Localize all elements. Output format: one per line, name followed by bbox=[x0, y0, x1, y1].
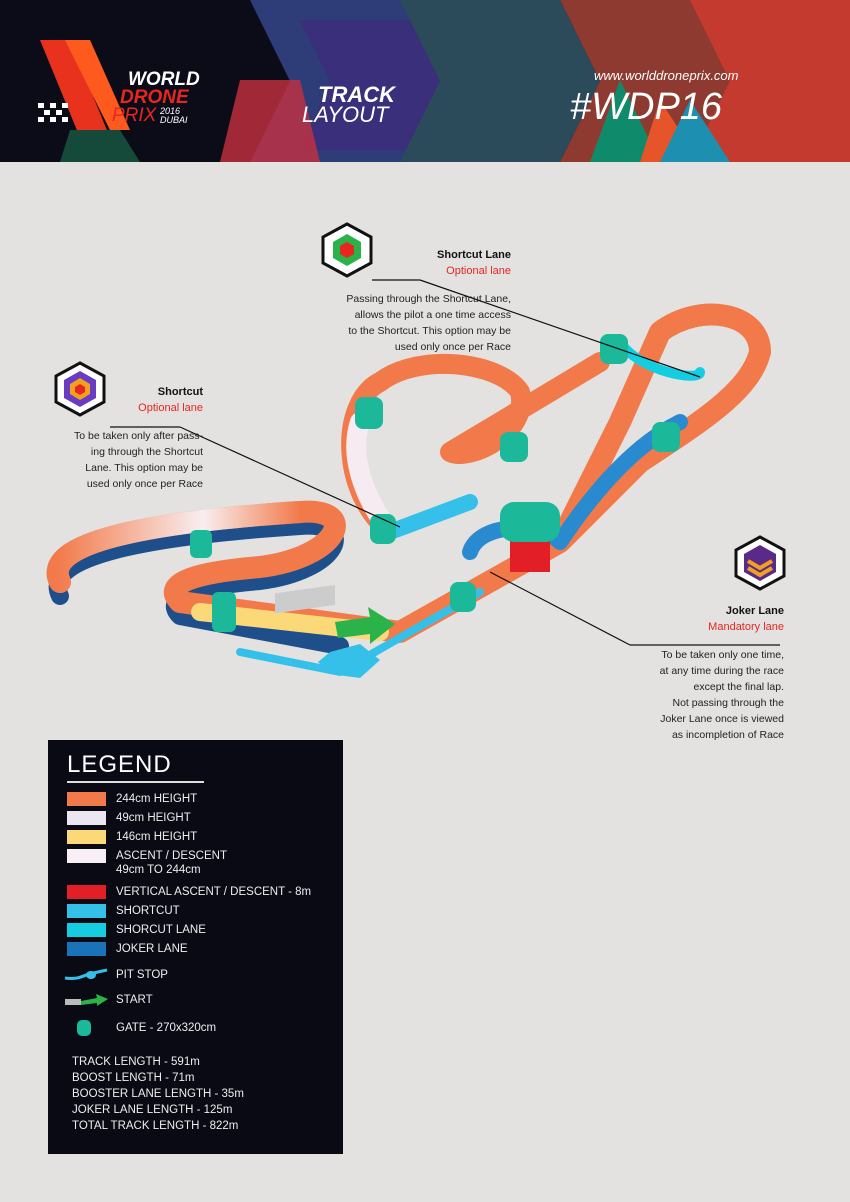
callout-shortcut-lane: Shortcut Lane Optional lane Passing thro… bbox=[346, 247, 511, 355]
legend-label: GATE - 270x320cm bbox=[116, 1022, 217, 1034]
gate-icon bbox=[77, 1020, 91, 1036]
gates bbox=[190, 334, 680, 632]
callout-line: as incompletion of Race bbox=[671, 729, 784, 741]
callout-shortcut: Shortcut Optional lane To be taken only … bbox=[74, 384, 203, 492]
track-map bbox=[46, 279, 780, 678]
swatch-vertical bbox=[67, 885, 106, 899]
callout-title: Joker Lane bbox=[725, 605, 784, 617]
callout-line: To be taken only one time, bbox=[661, 649, 784, 661]
hashtag: #WDP16 bbox=[570, 86, 723, 128]
title-track: TRACK bbox=[318, 82, 395, 107]
logo-city: DUBAI bbox=[160, 115, 188, 125]
joker-lane-path bbox=[462, 414, 688, 560]
logo-world: WORLD bbox=[128, 69, 200, 90]
header-banner: WORLD DRONE PRIX 2016 DUBAI TRACK LAYOUT… bbox=[0, 0, 850, 162]
stat-track-length: TRACK LENGTH - 591m bbox=[72, 1056, 200, 1068]
stat-boost-length: BOOST LENGTH - 71m bbox=[72, 1072, 195, 1084]
shortcut-path bbox=[382, 494, 478, 540]
callout-line: Not passing through the bbox=[672, 697, 785, 709]
legend-divider bbox=[67, 781, 204, 783]
callout-line: at any time during the race bbox=[659, 665, 784, 677]
callout-line: To be taken only after pass- bbox=[74, 430, 203, 442]
callout-joker-lane: Joker Lane Mandatory lane To be taken on… bbox=[660, 603, 784, 743]
swatch-shortcut bbox=[67, 904, 106, 918]
callout-subtitle: Mandatory lane bbox=[708, 621, 784, 633]
legend-label: SHORTCUT bbox=[116, 905, 180, 917]
callout-line: ing through the Shortcut bbox=[90, 446, 203, 458]
callout-line: used only once per Race bbox=[394, 341, 511, 353]
swatch-244cm bbox=[67, 792, 106, 806]
stat-total-track-length: TOTAL TRACK LENGTH - 822m bbox=[72, 1120, 239, 1132]
legend-label: 49cm HEIGHT bbox=[116, 812, 191, 824]
callout-line: except the final lap. bbox=[693, 681, 784, 693]
swatch-ascent bbox=[67, 849, 106, 863]
title-layout: LAYOUT bbox=[302, 102, 389, 127]
legend-label: 244cm HEIGHT bbox=[116, 793, 198, 805]
legend-title: LEGEND bbox=[67, 751, 172, 778]
legend-label: 49cm TO 244cm bbox=[116, 864, 201, 876]
callout-line: Passing through the Shortcut Lane, bbox=[346, 293, 511, 305]
legend-label: START bbox=[116, 994, 153, 1006]
callout-subtitle: Optional lane bbox=[138, 402, 203, 414]
banner-graphic bbox=[38, 0, 850, 162]
track-ascent bbox=[46, 501, 311, 593]
legend-label: SHORCUT LANE bbox=[116, 924, 206, 936]
callout-line: used only once per Race bbox=[86, 478, 203, 490]
swatch-joker-lane bbox=[67, 942, 106, 956]
start-checkered bbox=[275, 584, 335, 614]
callout-line: Joker Lane once is viewed bbox=[660, 713, 784, 725]
legend-label: JOKER LANE bbox=[116, 943, 188, 955]
legend-label: ASCENT / DESCENT bbox=[116, 850, 227, 862]
callout-line: Lane. This option may be bbox=[85, 462, 203, 474]
pit-stop-icon bbox=[64, 968, 108, 980]
swatch-49cm bbox=[67, 811, 106, 825]
callout-title: Shortcut bbox=[157, 386, 203, 398]
callout-line: allows the pilot a one time access bbox=[354, 309, 511, 321]
logo-drone: DRONE bbox=[120, 87, 189, 108]
callout-subtitle: Optional lane bbox=[446, 265, 511, 277]
legend-label: 146cm HEIGHT bbox=[116, 831, 198, 843]
shortcut-badge-icon bbox=[54, 361, 106, 417]
callout-line: to the Shortcut. This option may be bbox=[348, 325, 511, 337]
website-link[interactable]: www.worlddroneprix.com bbox=[594, 68, 739, 83]
stat-booster-lane-length: BOOSTER LANE LENGTH - 35m bbox=[72, 1088, 244, 1100]
stat-joker-lane-length: JOKER LANE LENGTH - 125m bbox=[72, 1104, 233, 1116]
legend-label: PIT STOP bbox=[116, 969, 168, 981]
callout-title: Shortcut Lane bbox=[437, 249, 511, 261]
logo-year: 2016 bbox=[160, 106, 181, 116]
legend-label: VERTICAL ASCENT / DESCENT - 8m bbox=[116, 886, 312, 898]
start-arrow-icon bbox=[335, 607, 395, 644]
callout-leaders bbox=[110, 279, 780, 646]
joker-lane-badge-icon bbox=[734, 535, 786, 591]
swatch-146cm bbox=[67, 830, 106, 844]
pit-stop-hexagon bbox=[318, 644, 380, 678]
legend-panel: LEGEND 244cm HEIGHT 49cm HEIGHT 146cm HE… bbox=[48, 740, 343, 1154]
swatch-shortcut-lane bbox=[67, 923, 106, 937]
start-arrow-icon bbox=[65, 994, 108, 1006]
shortcut-lane-badge-icon bbox=[321, 222, 373, 278]
logo-prix: PRIX bbox=[112, 105, 157, 126]
